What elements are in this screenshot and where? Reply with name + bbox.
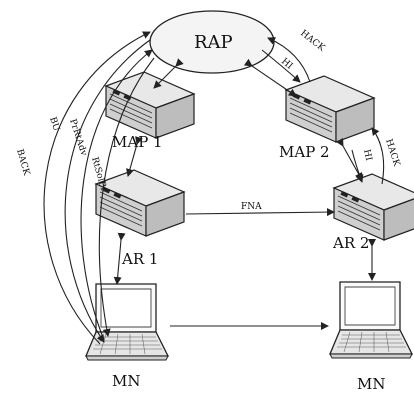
mn-left-laptop-icon — [85, 283, 169, 361]
hack-top-label: HACK — [298, 28, 326, 53]
ar1-mn-link — [113, 232, 126, 285]
rap-map1-link — [153, 58, 184, 89]
bu-arrow — [64, 39, 151, 343]
prrtadv-label: PrRtAdv — [67, 118, 89, 158]
back-arrow — [43, 31, 151, 345]
ar2-label: AR 2 — [332, 234, 369, 252]
mn-right-laptop-icon — [329, 281, 413, 359]
hi-right-label: HI — [361, 149, 373, 163]
mn-right-label: MN — [357, 375, 385, 393]
hack-top-arrow — [267, 37, 311, 83]
map1-label: MAP 1 — [112, 133, 163, 151]
ar1-router-icon — [95, 169, 185, 237]
ar2-router-icon — [333, 173, 414, 241]
hi-top-label: HI — [279, 57, 295, 72]
ar1-label: AR 1 — [121, 250, 158, 268]
hack-right-arrow — [371, 127, 385, 185]
back-label: BACK — [14, 148, 31, 177]
rap-map2-link — [243, 58, 297, 97]
map2-label: MAP 2 — [279, 143, 330, 161]
mn-left-label: MN — [112, 372, 140, 390]
hi-right-arrow — [351, 149, 364, 183]
rtsolpr-arrow — [98, 57, 155, 337]
hack-right-label: HACK — [383, 138, 401, 168]
fna-link — [185, 208, 335, 217]
rap-label: RAP — [194, 32, 233, 53]
bu-label: BU — [47, 116, 61, 133]
hi-top-arrow — [261, 49, 301, 83]
map2-router-icon — [285, 75, 375, 143]
map1-router-icon — [105, 71, 195, 139]
map1-ar1-link — [126, 136, 143, 177]
prrtadv-arrow — [80, 49, 153, 341]
fna-label: FNA — [241, 202, 262, 212]
